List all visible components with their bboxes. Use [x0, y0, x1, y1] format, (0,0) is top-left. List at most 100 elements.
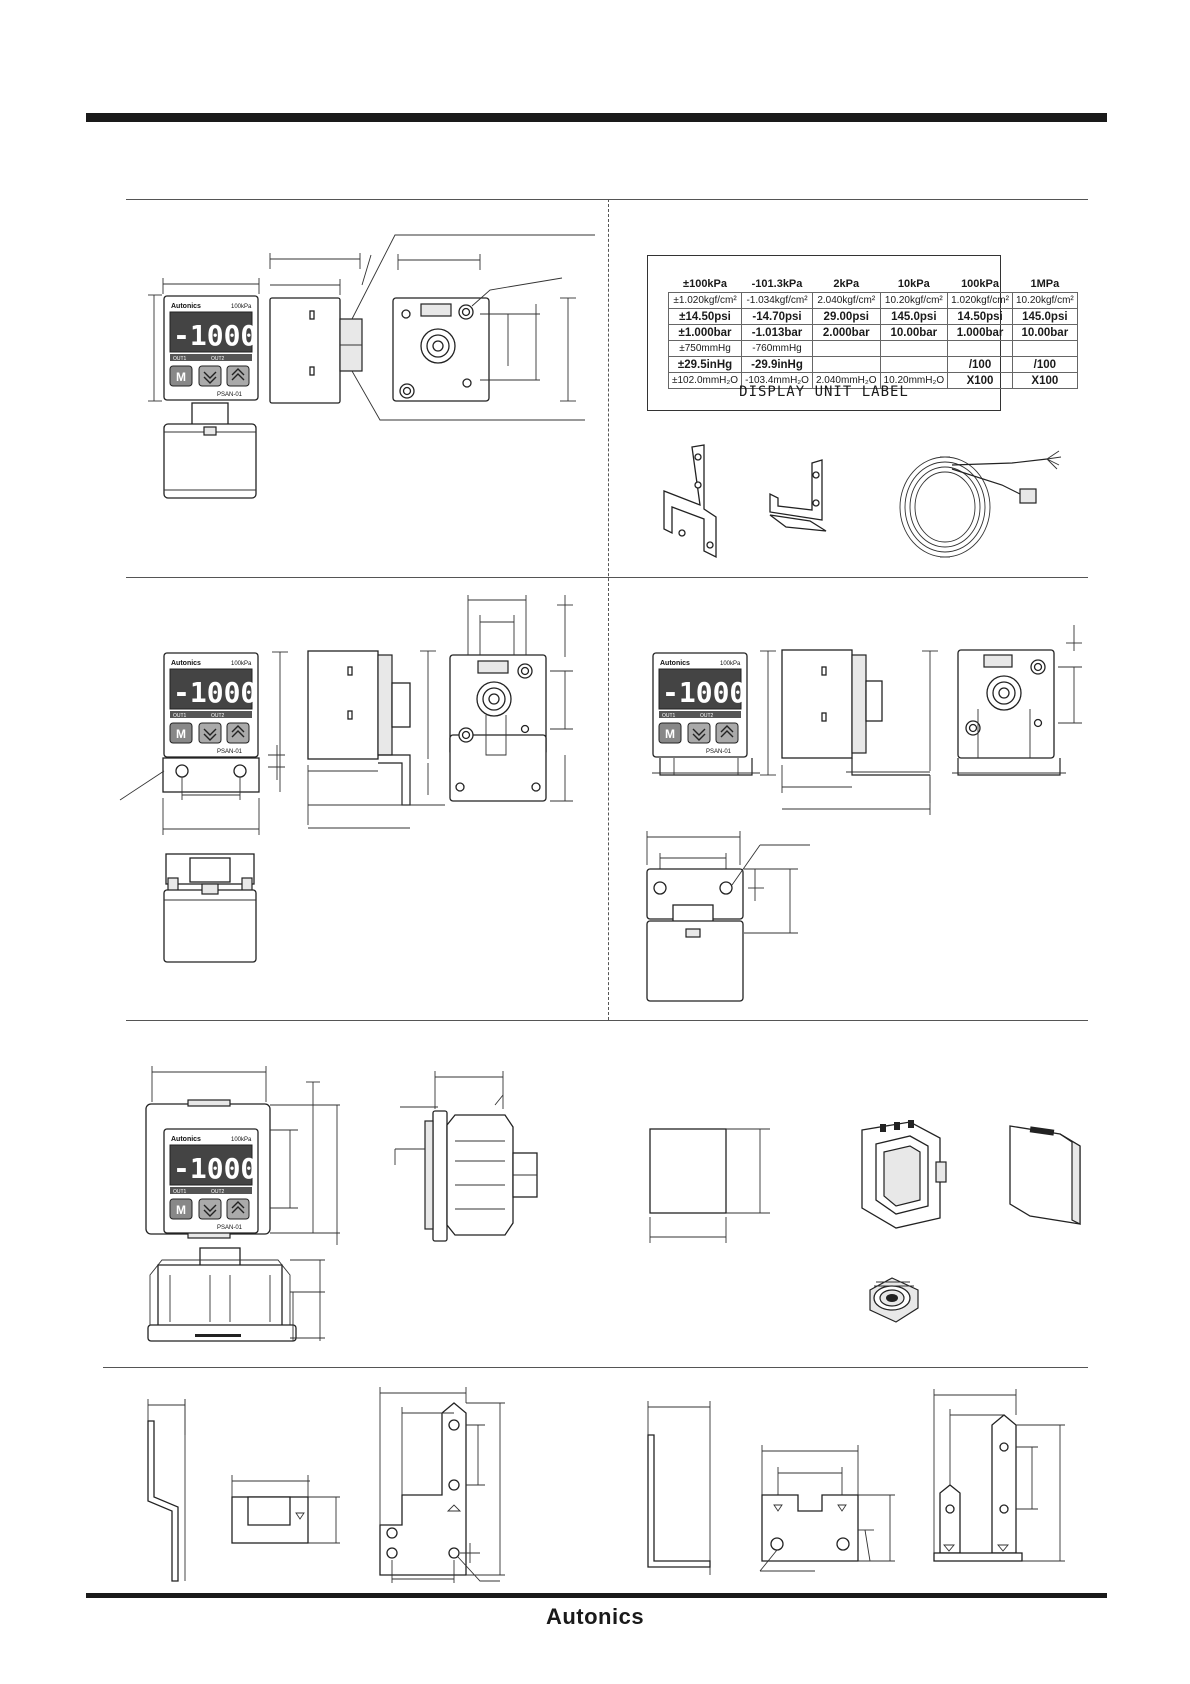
- mode-key: M: [176, 370, 186, 384]
- device-model-text: PSAN-01: [706, 749, 732, 755]
- out1-indicator: OUT1: [173, 356, 187, 362]
- up-key-icon: [231, 368, 245, 381]
- section-divider: [126, 199, 1088, 200]
- device-brand-text: Autonics: [171, 1136, 201, 1143]
- out2-indicator: OUT2: [211, 1189, 225, 1195]
- sensor-bottom-with-bracket-a: [163, 853, 257, 963]
- unit-cell: [1011, 340, 1078, 357]
- unit-cell: 10.20kgf/cm²: [1011, 292, 1078, 309]
- unit-cell: [879, 356, 949, 373]
- unit-cell: ±750mmHg: [667, 340, 743, 357]
- section-divider: [126, 577, 1088, 578]
- port-adapter-icon: [869, 1277, 919, 1323]
- down-key-icon: [203, 1204, 217, 1217]
- unit-cell: 1.000bar: [947, 324, 1013, 341]
- unit-label-caption: DISPLAY UNIT LABEL: [739, 384, 909, 400]
- unit-cell: -760mmHg: [741, 340, 813, 357]
- display-unit-label: ±100kPa -101.3kPa 2kPa 10kPa 100kPa 1MPa…: [647, 255, 1078, 411]
- device-display-value: -1000: [173, 319, 257, 352]
- up-key-icon: [720, 725, 734, 738]
- sensor-front-view: Autonics 100kPa -1000 OUT1 OUT2 M PSAN-0…: [163, 295, 259, 401]
- sensor-front-with-bracket-b: Autonics 100kPa -1000 OUT1 OUT2 M PSAN-0…: [652, 652, 748, 758]
- mode-key: M: [665, 727, 675, 741]
- sensor-bottom-view: [163, 402, 257, 499]
- unit-table: ±100kPa -101.3kPa 2kPa 10kPa 100kPa 1MPa…: [667, 276, 1078, 389]
- unit-cell: [879, 340, 949, 357]
- top-rule: [86, 113, 1107, 122]
- device-range-text: 100kPa: [231, 1137, 252, 1143]
- unit-cell: -14.70psi: [741, 308, 813, 325]
- device-range-text: 100kPa: [231, 304, 252, 310]
- unit-cell: ±102.0mmH₂O: [667, 372, 743, 389]
- out1-indicator: OUT1: [173, 1189, 187, 1195]
- unit-header: 10kPa: [897, 278, 930, 290]
- bracket-a-drawing: [147, 1387, 505, 1583]
- unit-cell: ±1.020kgf/cm²: [667, 292, 743, 309]
- unit-cell: 2.040mmH₂O: [811, 372, 881, 389]
- section-divider: [126, 1020, 1088, 1021]
- mode-key: M: [176, 1203, 186, 1217]
- footer-brand-logo: Autonics: [545, 1604, 645, 1629]
- out1-indicator: OUT1: [173, 713, 187, 719]
- front-cover-icon: [1009, 1125, 1081, 1225]
- down-key-icon: [692, 728, 706, 741]
- unit-cell: [947, 340, 1013, 357]
- unit-header: 1MPa: [1030, 278, 1060, 290]
- connector-cable-icon: [899, 450, 1062, 558]
- unit-cell: 2.040kgf/cm²: [811, 292, 881, 309]
- device-brand-text: Autonics: [171, 303, 201, 310]
- sensor-front-panel-mount: Autonics 100kPa -1000 OUT1 OUT2 M PSAN-0…: [163, 1128, 259, 1234]
- sensor-side-view: [269, 234, 595, 421]
- unit-cell: 2.000bar: [811, 324, 881, 341]
- unit-cell: /100: [1011, 356, 1078, 373]
- device-range-text: 100kPa: [231, 661, 252, 667]
- out2-indicator: OUT2: [211, 713, 225, 719]
- unit-cell: -29.9inHg: [741, 356, 813, 373]
- unit-cell: 10.00bar: [1011, 324, 1078, 341]
- sensor-rear-view: [392, 254, 576, 402]
- out2-indicator: OUT2: [700, 713, 714, 719]
- down-key-icon: [203, 728, 217, 741]
- device-range-text: 100kPa: [720, 661, 741, 667]
- device-display-value: -1000: [173, 676, 257, 709]
- unit-cell: -1.013bar: [741, 324, 813, 341]
- bracket-b-dimension-drawing: [652, 625, 1082, 815]
- unit-cell: ±14.50psi: [667, 308, 743, 325]
- panel-mount-dimension-lines: [147, 1081, 340, 1342]
- unit-cell: 145.0psi: [1011, 308, 1078, 325]
- bracket-a-dimension-drawing: [119, 595, 573, 835]
- up-key-icon: [231, 725, 245, 738]
- unit-cell: /100: [947, 356, 1013, 373]
- out1-indicator: OUT1: [662, 713, 676, 719]
- sensor-dimension-lines: [148, 278, 260, 402]
- unit-header: ±100kPa: [683, 278, 728, 290]
- bracket-a-icon: [663, 444, 717, 559]
- unit-cell: 1.020kgf/cm²: [947, 292, 1013, 309]
- unit-cell: 29.00psi: [811, 308, 881, 325]
- sensor-bottom-with-bracket-b: [646, 831, 810, 1002]
- device-model-text: PSAN-01: [217, 749, 243, 755]
- unit-cell: -1.034kgf/cm²: [741, 292, 813, 309]
- unit-cell: 10.20kgf/cm²: [879, 292, 949, 309]
- out2-indicator: OUT2: [211, 356, 225, 362]
- bracket-b-drawing: [647, 1389, 1065, 1575]
- unit-header: 2kPa: [833, 278, 860, 290]
- down-key-icon: [203, 371, 217, 384]
- unit-cell: -103.4mmH₂O: [741, 372, 813, 389]
- unit-cell: ±29.5inHg: [667, 356, 743, 373]
- unit-header: 100kPa: [961, 278, 999, 290]
- unit-cell: [811, 356, 881, 373]
- device-model-text: PSAN-01: [217, 1225, 243, 1231]
- unit-header: -101.3kPa: [751, 278, 803, 290]
- sensor-front-with-bracket-a: Autonics 100kPa -1000 OUT1 OUT2 M PSAN-0…: [163, 652, 259, 758]
- unit-cell: 10.00bar: [879, 324, 949, 341]
- panel-adapter-icon: [861, 1120, 947, 1229]
- bottom-rule: [86, 1593, 1107, 1598]
- section-divider: [103, 1367, 1088, 1368]
- device-brand-text: Autonics: [660, 660, 690, 667]
- unit-cell: 14.50psi: [947, 308, 1013, 325]
- column-divider: [608, 199, 609, 1020]
- mode-key: M: [176, 727, 186, 741]
- unit-cell: X100: [1011, 372, 1078, 389]
- device-model-text: PSAN-01: [217, 392, 243, 398]
